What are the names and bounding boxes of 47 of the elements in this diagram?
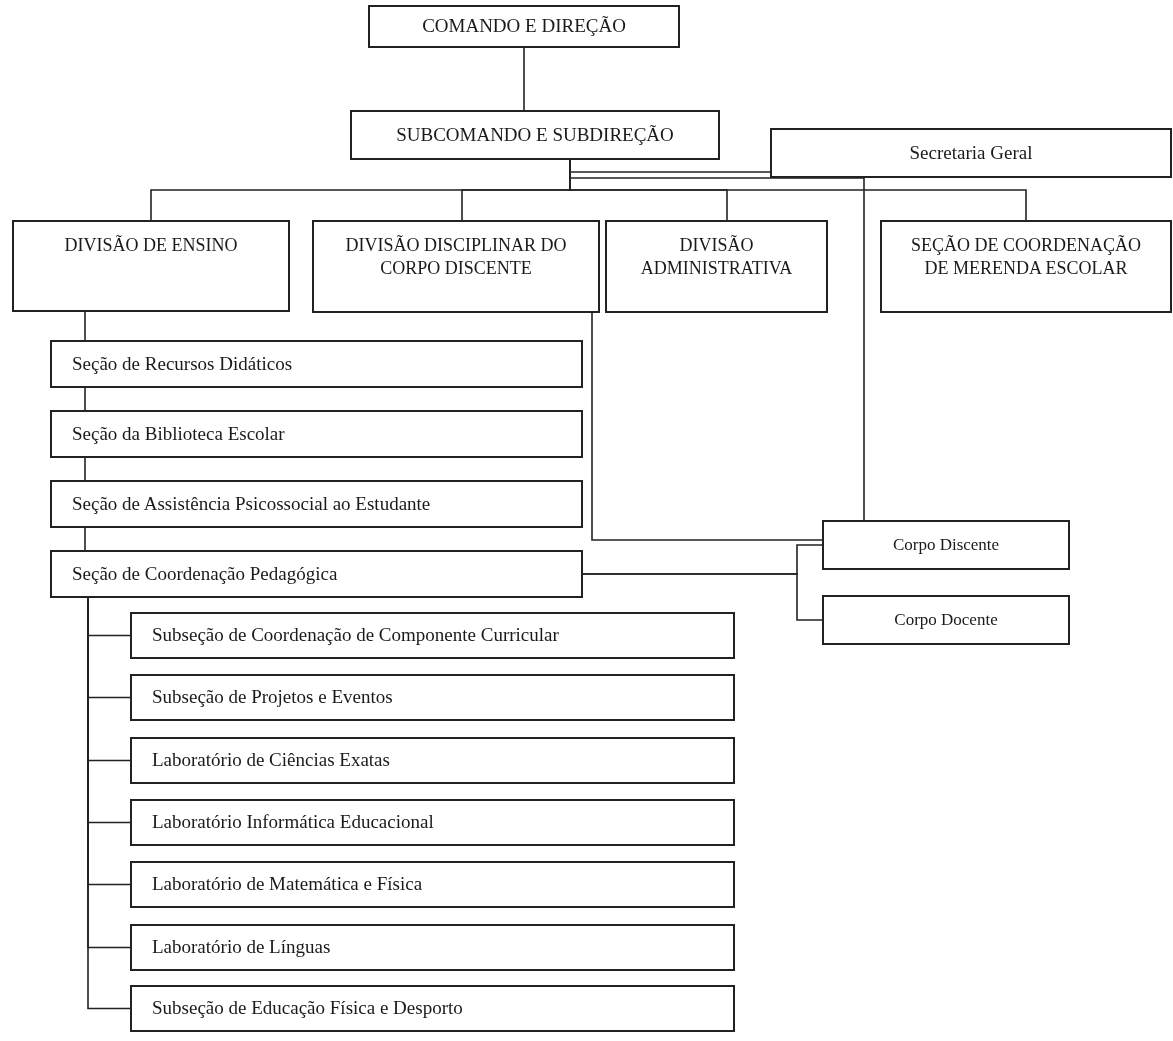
box-label: Secretaria Geral	[909, 140, 1033, 165]
box-label: COMANDO E DIREÇÃO	[422, 14, 626, 39]
connector-line	[84, 457, 86, 481]
org-box	[822, 595, 1070, 645]
org-box	[605, 220, 828, 313]
org-box	[50, 480, 583, 528]
box-label: Subseção de Educação Física e Desporto	[152, 996, 463, 1021]
org-box	[130, 612, 735, 659]
connector-line	[84, 311, 86, 341]
connector-line	[591, 312, 823, 541]
org-box	[130, 985, 735, 1032]
org-box	[130, 737, 735, 784]
org-box	[770, 128, 1172, 178]
box-label: Corpo Discente	[892, 534, 1000, 557]
box-label: SEÇÃO DE COORDENAÇÃO DE MERENDA ESCOLAR	[910, 234, 1142, 280]
org-box	[130, 799, 735, 846]
box-label: DIVISÃO DE ENSINO	[64, 234, 238, 257]
org-box	[880, 220, 1172, 313]
connector-line	[582, 573, 823, 621]
org-box	[312, 220, 600, 313]
org-box	[50, 340, 583, 388]
org-box	[130, 674, 735, 721]
org-box	[50, 410, 583, 458]
box-label: Seção de Assistência Psicossocial ao Estudante	[72, 491, 431, 516]
box-label: Laboratório de Matemática e Física	[152, 872, 423, 897]
box-label: DIVISÃO DISCIPLINAR DO CORPO DISCENTE	[344, 234, 568, 280]
connector-line	[84, 387, 86, 411]
org-box	[12, 220, 290, 312]
box-label: SUBCOMANDO E SUBDIREÇÃO	[396, 122, 674, 147]
box-label: Subseção de Projetos e Eventos	[152, 685, 393, 710]
box-label: Seção de Recursos Didáticos	[72, 351, 293, 376]
org-box	[822, 520, 1070, 570]
org-box	[350, 110, 720, 160]
org-box	[368, 5, 680, 48]
org-box	[130, 924, 735, 971]
box-label: Seção de Coordenação Pedagógica	[72, 561, 338, 586]
box-label: Seção da Biblioteca Escolar	[72, 421, 285, 446]
box-label: Corpo Docente	[894, 609, 998, 632]
org-box	[50, 550, 583, 598]
connector-line	[84, 527, 86, 551]
box-label: Laboratório de Ciências Exatas	[152, 748, 390, 773]
box-label: Laboratório de Línguas	[152, 935, 331, 960]
connector-line	[523, 47, 525, 111]
org-box	[130, 861, 735, 908]
box-label: Laboratório Informática Educacional	[152, 810, 434, 835]
box-label: Subseção de Coordenação de Componente Curricular	[152, 623, 559, 648]
box-label: DIVISÃO ADMINISTRATIVA	[639, 234, 794, 280]
